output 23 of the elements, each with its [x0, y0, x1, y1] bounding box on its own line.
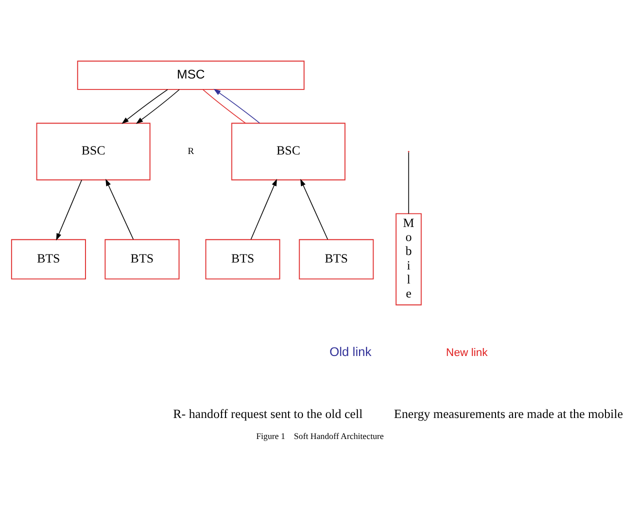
- arrow: [56, 180, 82, 240]
- connector: [408, 152, 410, 214]
- node-box: BTS: [205, 239, 280, 280]
- node-box: BSC: [36, 122, 150, 180]
- label: New link: [446, 346, 488, 359]
- node-box: MSC: [77, 60, 305, 90]
- node-box: BTS: [104, 239, 180, 280]
- label: R: [188, 147, 194, 158]
- arrow: [136, 89, 180, 124]
- arrow: [300, 178, 328, 240]
- connector: [202, 89, 246, 124]
- arrow: [214, 88, 260, 124]
- node-box: Mobile: [396, 213, 422, 306]
- arrow: [250, 178, 277, 240]
- arrow: [106, 178, 134, 240]
- caption: Figure 1 Soft Handoff Architecture: [256, 431, 384, 442]
- node-box: BSC: [231, 122, 346, 180]
- label: Old link: [329, 344, 372, 359]
- arrow: [122, 89, 168, 124]
- node-box: BTS: [298, 239, 374, 280]
- label: R- handoff request sent to the old cell: [173, 406, 363, 421]
- label: Energy measurements are made at the mobile: [394, 406, 623, 421]
- node-box: BTS: [11, 239, 86, 280]
